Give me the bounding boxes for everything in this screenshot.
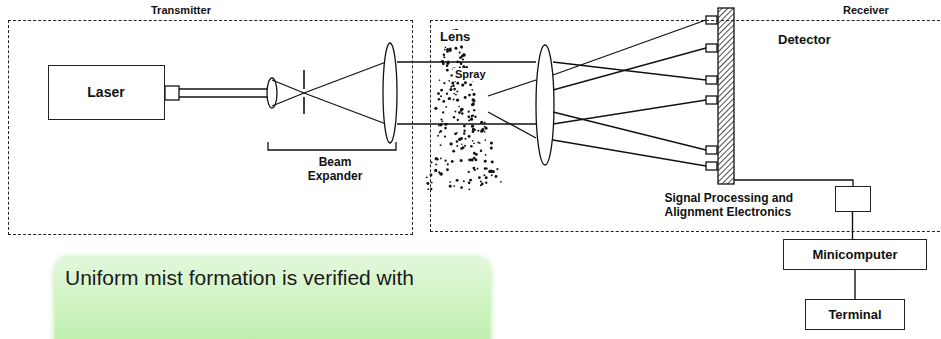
heading: Receiver [843,4,889,16]
spray-label: Spray [453,68,488,81]
scattered-ray [488,112,536,138]
ray [304,93,386,124]
ray [553,100,706,124]
callout-box: Uniform mist formation is verified with [55,258,490,339]
beam-expander-label: Beam Expander [296,156,374,184]
laser-beam [179,88,267,89]
receiver-housing: Signal Processing and Alignment Electron… [430,20,941,232]
ray [304,62,386,93]
detector-label: Detector [776,33,833,48]
node-text: Terminal [828,307,881,322]
receiver-lens [536,45,554,165]
node-text: Laser [87,84,124,100]
connector-line [852,212,853,240]
node-text: Minicomputer [812,247,897,262]
scattered-ray [488,80,536,96]
ray [553,48,706,90]
ray [553,62,706,80]
electronics-box: Signal Processing and Alignment Electron… [835,186,871,212]
laser-box: Laser [48,65,165,120]
transmitter-housing: LaserTransmitter [8,20,413,235]
pinhole [303,70,305,89]
laser-nozzle [165,86,179,100]
heading: Transmitter [151,4,211,16]
heading: Signal Processing and Alignment Electron… [665,191,830,219]
terminal-box: Terminal [805,299,905,330]
ray [272,93,304,106]
minicomputer-box: Minicomputer [783,239,927,270]
small-lens [267,78,277,108]
beam [397,61,536,62]
ray [553,20,706,75]
collimating-lens [383,43,397,143]
connector-line [854,270,855,299]
ray [553,140,706,166]
spray-droplets [426,29,502,191]
lens-label: Lens [438,30,472,45]
bracket [268,142,396,150]
detector-array [718,8,734,184]
laser-beam [179,96,267,97]
pinhole [303,97,305,114]
beam [397,123,536,124]
node-text: Uniform mist formation is verified with [65,266,414,289]
detector-pins [706,16,717,170]
ray [272,80,304,93]
